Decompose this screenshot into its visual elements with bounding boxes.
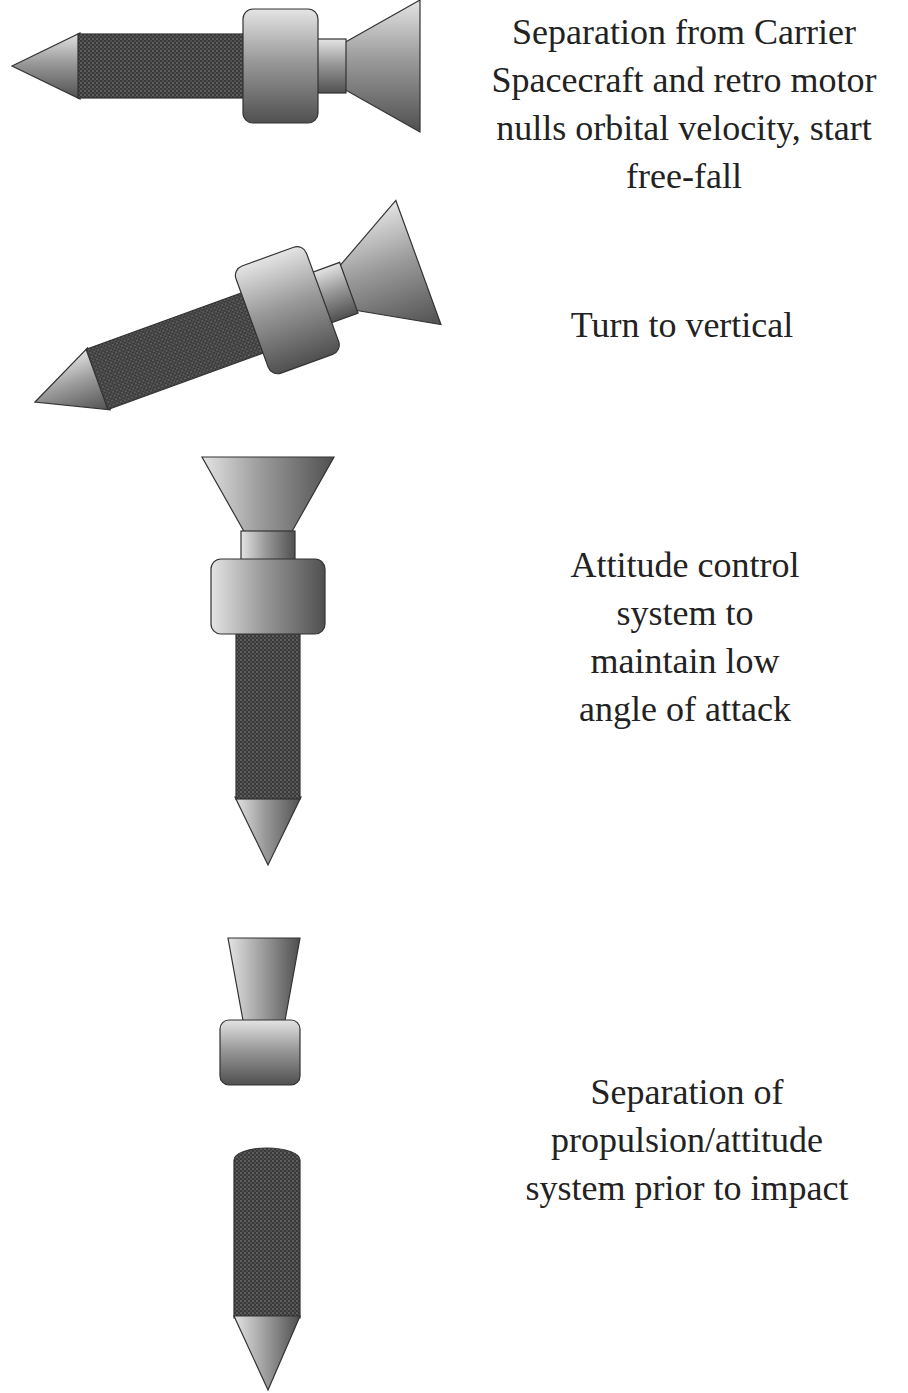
motor-collar [220, 1020, 300, 1085]
penetrator-body [234, 1148, 300, 1318]
stage-label: Attitude control system to maintain low … [560, 541, 810, 733]
stage-label: Separation from Carrier Spacecraft and r… [466, 8, 902, 200]
stage-3-probe [202, 457, 334, 865]
stage-label: Turn to vertical [532, 301, 832, 349]
stage-label: Separation of propulsion/attitude system… [497, 1068, 877, 1212]
stage-1-probe [12, 0, 420, 132]
nozzle [228, 938, 300, 1026]
stage-2-probe [12, 200, 441, 464]
nose-cone [234, 1316, 300, 1390]
stage-4-separated [220, 938, 300, 1390]
